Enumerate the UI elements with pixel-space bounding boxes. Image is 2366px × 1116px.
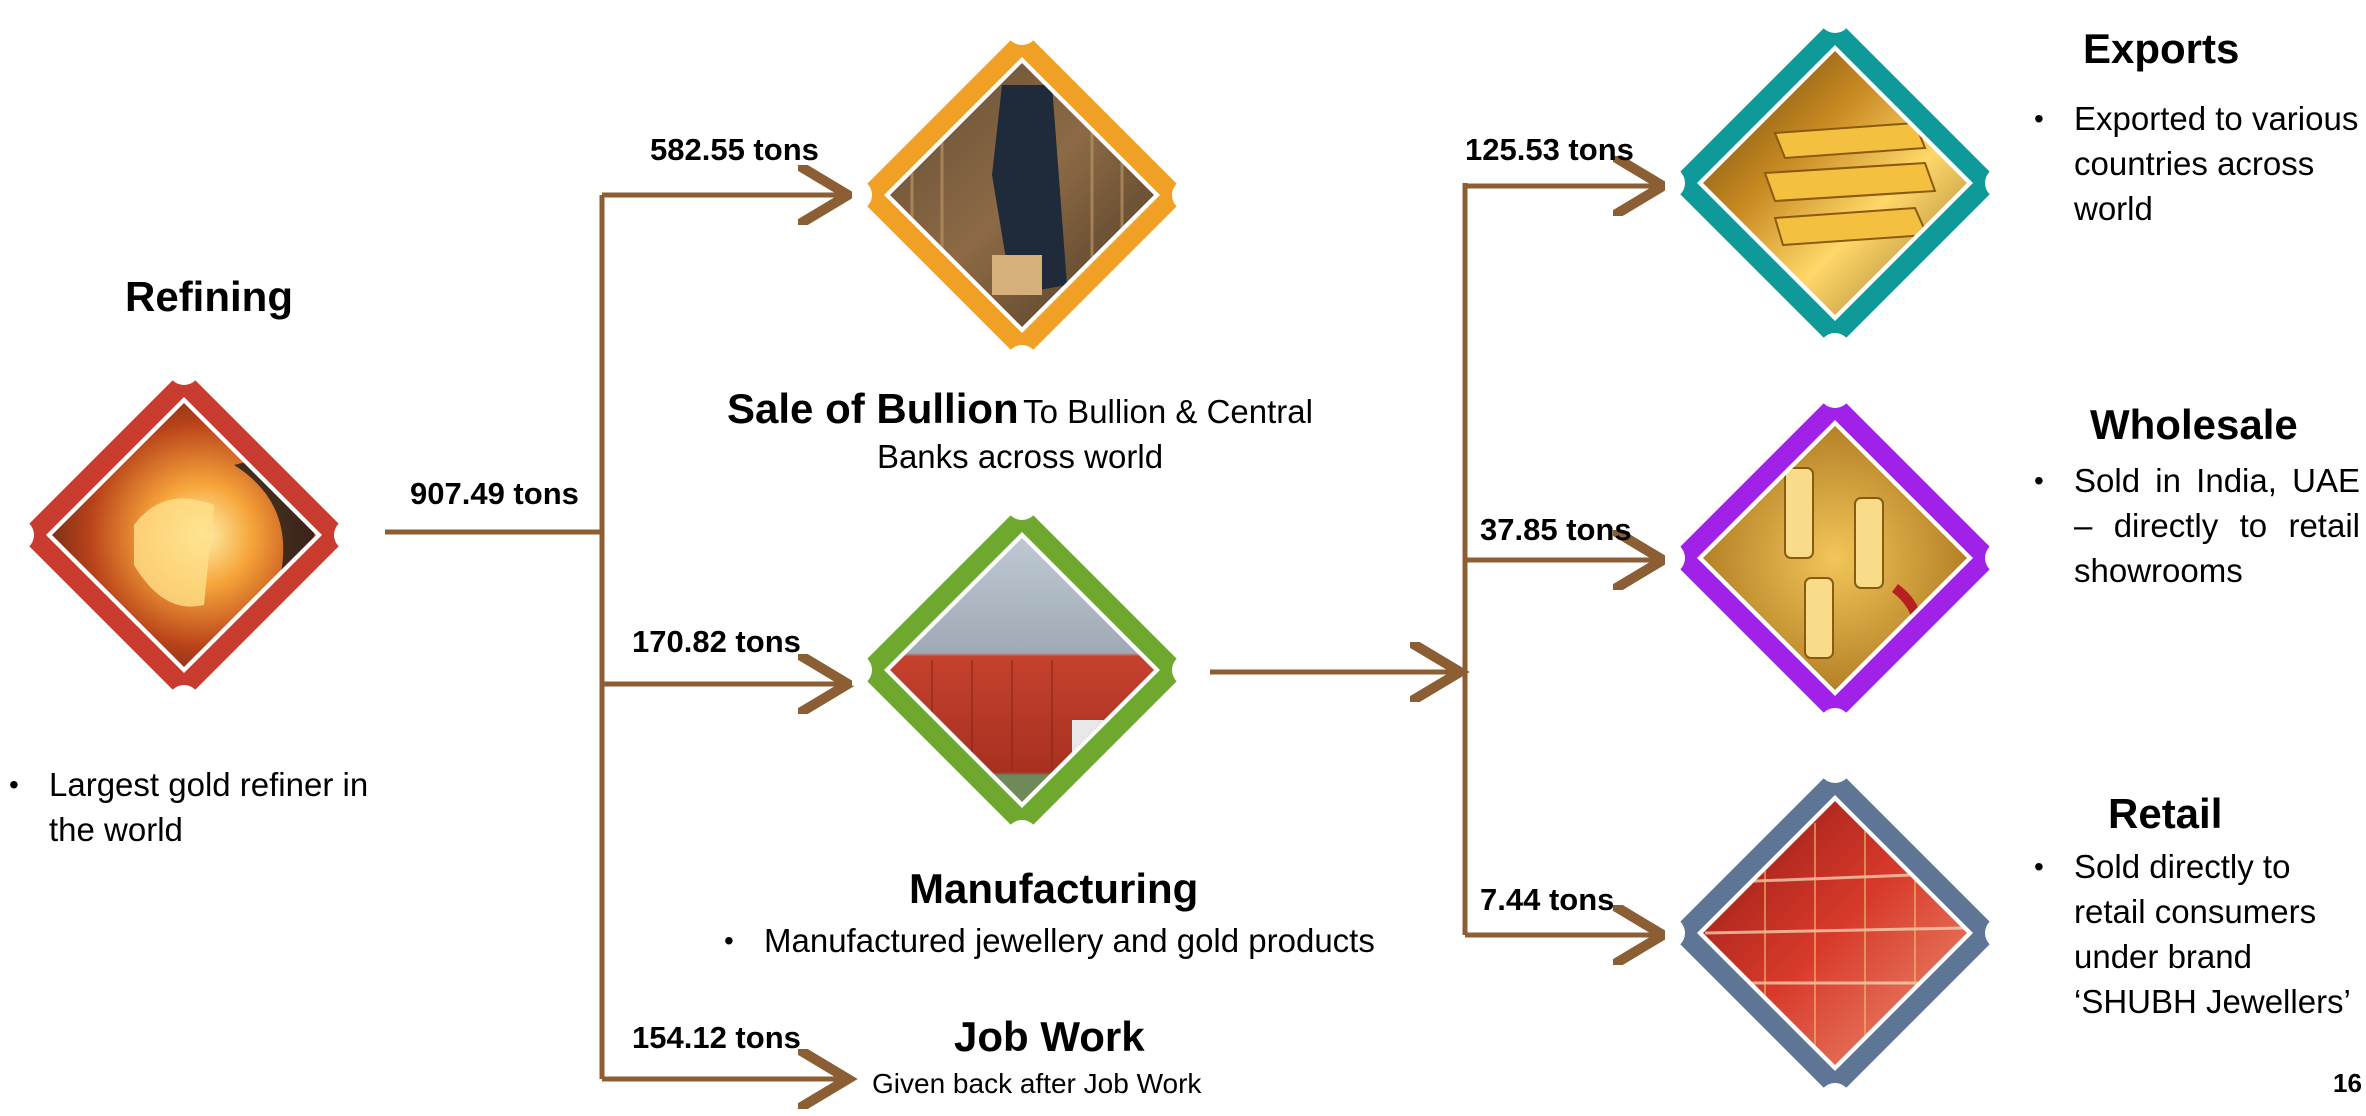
retail-bullets: Sold directly to retail consumers under …	[2030, 844, 2360, 1024]
manufacturing-bullet: Manufactured jewellery and gold products	[720, 918, 1440, 963]
manufacturing-tons: 170.82 tons	[632, 624, 801, 659]
bullion-caption: Sale of Bullion To Bullion & Central Ban…	[700, 385, 1340, 479]
retail-title: Retail	[2108, 790, 2223, 837]
bullion-description-line2: Banks across world	[876, 438, 1164, 475]
exports-bullets: Exported to various countries across wor…	[2030, 96, 2360, 231]
wholesale-title: Wholesale	[2090, 401, 2298, 448]
job-work-title: Job Work	[954, 1013, 1145, 1060]
retail-image	[1665, 763, 2005, 1103]
refining-bullets: Largest gold refiner in the world	[5, 762, 385, 852]
wholesale-tons: 37.85 tons	[1480, 512, 1632, 547]
wholesale-bullets: Sold in India, UAE – directly to retail …	[2030, 458, 2360, 593]
job-work-description: Given back after Job Work	[872, 1068, 1202, 1099]
refining-title: Refining	[125, 273, 293, 320]
retail-bullet: Sold directly to retail consumers under …	[2030, 844, 2360, 1024]
exports-tons: 125.53 tons	[1465, 132, 1634, 167]
refining-image	[14, 365, 354, 705]
exports-bullet: Exported to various countries across wor…	[2030, 96, 2360, 231]
wholesale-image	[1665, 388, 2005, 728]
retail-tons: 7.44 tons	[1480, 882, 1615, 917]
manufacturing-bullets: Manufactured jewellery and gold products	[720, 918, 1440, 963]
bullion-tons: 582.55 tons	[650, 132, 819, 167]
manufacturing-title: Manufacturing	[909, 865, 1199, 912]
page-number: 16	[2333, 1068, 2362, 1098]
job-work-tons: 154.12 tons	[632, 1020, 801, 1055]
wholesale-bullet: Sold in India, UAE – directly to retail …	[2030, 458, 2360, 593]
bullion-description-line1: To Bullion & Central	[1023, 393, 1313, 430]
refining-tons: 907.49 tons	[410, 476, 579, 511]
exports-title: Exports	[2083, 25, 2240, 72]
bullion-title: Sale of Bullion	[727, 385, 1019, 432]
bullion-image	[852, 25, 1192, 365]
exports-image	[1665, 13, 2005, 353]
manufacturing-image	[852, 500, 1192, 840]
refining-bullet: Largest gold refiner in the world	[5, 762, 385, 852]
